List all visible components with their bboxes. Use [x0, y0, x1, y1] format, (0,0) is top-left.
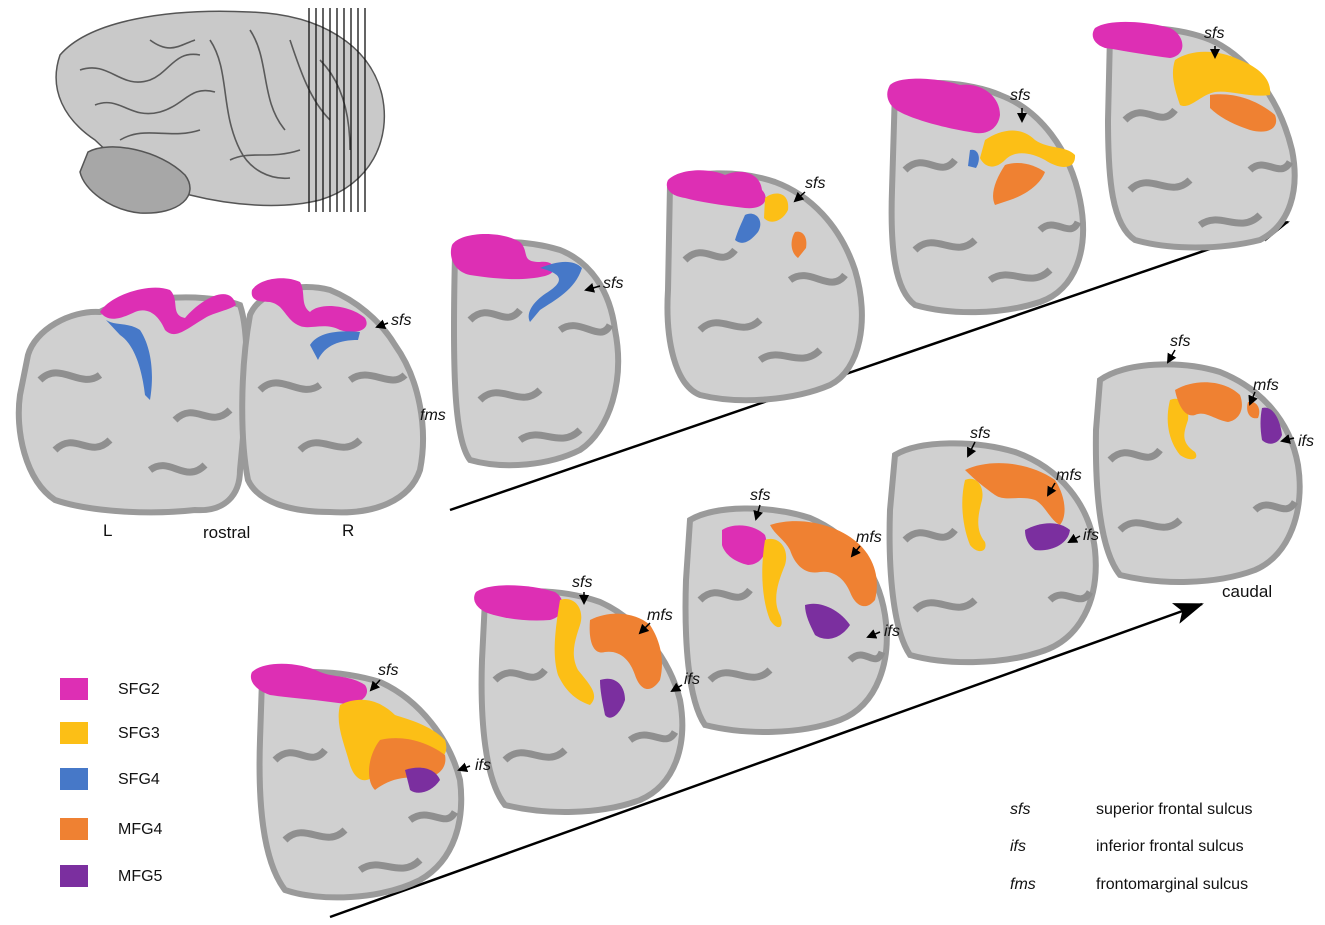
- cerebellum-shape: [79, 146, 191, 214]
- legend-swatch: [60, 865, 88, 887]
- legend-swatch: [60, 818, 88, 840]
- sulcus-pointers: [369, 46, 1295, 772]
- legend-label: SFG3: [118, 725, 160, 742]
- sulcus-label-sfs-5: sfs: [1204, 25, 1225, 42]
- section-lines: [308, 8, 366, 212]
- legend-label: MFG4: [118, 821, 163, 838]
- sulcus-label-mfs-2: mfs: [1056, 467, 1082, 484]
- section-10: [886, 440, 1099, 666]
- legend-label: SFG2: [118, 681, 160, 698]
- section-6: [1092, 21, 1298, 251]
- sulcus-label-ifs-4: ifs: [684, 671, 700, 688]
- sulcus-label-sfs-4: sfs: [1010, 87, 1031, 104]
- section-7: [250, 663, 465, 901]
- legend-label: SFG4: [118, 771, 160, 788]
- label-caudal: caudal: [1222, 582, 1273, 601]
- abbr-meaning: frontomarginal sulcus: [1096, 876, 1249, 893]
- label-rostral: rostral: [203, 523, 251, 542]
- section-3: [450, 234, 621, 469]
- sulcus-label-ifs-5: ifs: [475, 757, 491, 774]
- sulcus-label-sfs-1: sfs: [391, 312, 412, 329]
- sulcus-label-ifs-2: ifs: [1083, 527, 1099, 544]
- sulcus-label-sfs-2: sfs: [603, 275, 624, 292]
- sulcus-label-ifs-1: ifs: [1298, 433, 1314, 450]
- sulcus-label-sfs-8: sfs: [750, 487, 771, 504]
- section-rostral-right: [239, 278, 426, 516]
- section-5: [887, 78, 1086, 316]
- section-rostral-left: [15, 287, 250, 516]
- legend-swatch: [60, 722, 88, 744]
- sulcus-label-sfs-9: sfs: [572, 574, 593, 591]
- legend-swatch: [60, 768, 88, 790]
- upper-progression-arrow: [449, 220, 1290, 512]
- abbr-code: fms: [1010, 876, 1036, 893]
- sulcus-label-sfs-3: sfs: [805, 175, 826, 192]
- sulcus-label-sfs-6: sfs: [1170, 333, 1191, 350]
- abbr-meaning: superior frontal sulcus: [1096, 801, 1253, 818]
- sulcus-label-sfs-10: sfs: [378, 662, 399, 679]
- sulcus-label-mfs-4: mfs: [647, 607, 673, 624]
- legend-label: MFG5: [118, 868, 163, 885]
- sulcus-label-sfs-7: sfs: [970, 425, 991, 442]
- section-9: [682, 505, 890, 735]
- sulcus-label-fms: fms: [420, 407, 446, 424]
- section-11: [1092, 361, 1303, 585]
- section-4: [664, 170, 865, 404]
- lower-progression-arrow: [329, 602, 1204, 919]
- sulcus-label-ifs-3: ifs: [884, 623, 900, 640]
- sulcus-label-mfs-1: mfs: [1253, 377, 1279, 394]
- abbr-meaning: inferior frontal sulcus: [1096, 838, 1244, 855]
- legend-swatch: [60, 678, 88, 700]
- label-right-hemisphere: R: [342, 521, 355, 540]
- sulcus-label-mfs-3: mfs: [856, 529, 882, 546]
- abbr-code: sfs: [1010, 801, 1031, 818]
- label-left-hemisphere: L: [103, 521, 113, 540]
- brain-photo: [55, 8, 386, 214]
- abbr-code: ifs: [1010, 838, 1026, 855]
